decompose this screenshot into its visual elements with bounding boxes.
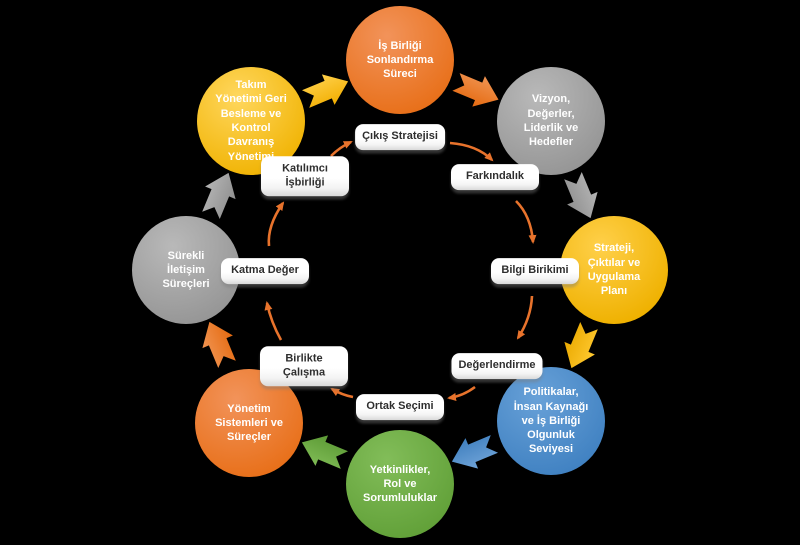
- step-label: Farkındalık: [465, 170, 525, 183]
- block-arrow-4-to-5: [451, 435, 499, 469]
- step-katma-deger: Katma Değer: [221, 258, 309, 284]
- step-label: Bilgi Birikimi: [501, 264, 569, 277]
- step-label: Katılımcı İşbirliği: [282, 162, 328, 188]
- node-label: Yetkinlikler, Rol ve Sorumluluklar: [363, 463, 437, 505]
- node-label: Strateji, Çıktılar ve Uygulama Planı: [587, 242, 641, 298]
- node-label: Takım Yönetimi Geri Besleme ve Kontrol D…: [215, 79, 287, 163]
- step-degerlendirme: Değerlendirme: [451, 353, 543, 379]
- flow-arrow-bilgi-to-degerlendirme: [516, 295, 534, 340]
- node-politikalar-insan-kaynagi-olgunluk: Politikalar, İnsan Kaynağı ve İş Birliği…: [497, 367, 605, 475]
- step-cikis-stratejisi: Çıkış Stratejisi: [355, 124, 445, 150]
- block-arrow-1-to-2: [452, 73, 499, 107]
- flow-arrow-katma-to-katilimci: [267, 201, 285, 247]
- step-bilgi-birikimi: Bilgi Birikimi: [491, 258, 579, 284]
- block-arrow-2-to-3: [564, 171, 598, 219]
- flow-arrow-farkindalik-to-bilgi: [515, 200, 537, 244]
- node-label: Vizyon, Değerler, Liderlik ve Hedefler: [523, 93, 579, 149]
- flow-arrow-degerlendirme-to-ortak: [447, 385, 476, 401]
- step-farkindalik: Farkındalık: [451, 164, 539, 190]
- step-katilimci-isbirligi: Katılımcı İşbirliği: [261, 156, 349, 196]
- node-label: İş Birliği Sonlandırma Süreci: [366, 39, 434, 81]
- node-label: Yönetim Sistemleri ve Süreçler: [215, 402, 283, 444]
- node-vizyon-degerler-liderlik-hedefler: Vizyon, Değerler, Liderlik ve Hedefler: [497, 67, 605, 175]
- step-label: Katma Değer: [231, 264, 299, 277]
- step-label: Birlikte Çalışma: [282, 352, 326, 378]
- block-arrow-6-to-7: [202, 321, 236, 369]
- flow-arrow-birlikte-to-katma: [264, 301, 283, 341]
- flow-arrow-ortak-to-birlikte: [330, 387, 354, 399]
- block-arrow-8-to-1: [301, 74, 349, 108]
- flow-arrow-katilimci-to-cikis: [330, 140, 353, 157]
- node-is-birligi-sonlandirma-sureci: İş Birliği Sonlandırma Süreci: [346, 6, 454, 114]
- node-yonetim-sistemleri-surecler: Yönetim Sistemleri ve Süreçler: [195, 369, 303, 477]
- node-yetkinlikler-rol-sorumluluklar: Yetkinlikler, Rol ve Sorumluluklar: [346, 430, 454, 538]
- flow-arrow-cikis-to-farkindalik: [449, 141, 494, 162]
- block-arrow-5-to-6: [301, 435, 349, 469]
- step-ortak-secimi: Ortak Seçimi: [356, 394, 444, 420]
- step-label: Değerlendirme: [458, 359, 536, 372]
- step-label: Çıkış Stratejisi: [362, 130, 438, 143]
- node-label: Sürekli İletişim Süreçleri: [162, 249, 210, 291]
- node-label: Politikalar, İnsan Kaynağı ve İş Birliği…: [513, 386, 589, 456]
- step-label: Ortak Seçimi: [366, 400, 434, 413]
- block-arrow-3-to-4: [564, 321, 598, 369]
- step-birlikte-calisma: Birlikte Çalışma: [260, 346, 348, 386]
- block-arrow-7-to-8: [202, 172, 236, 220]
